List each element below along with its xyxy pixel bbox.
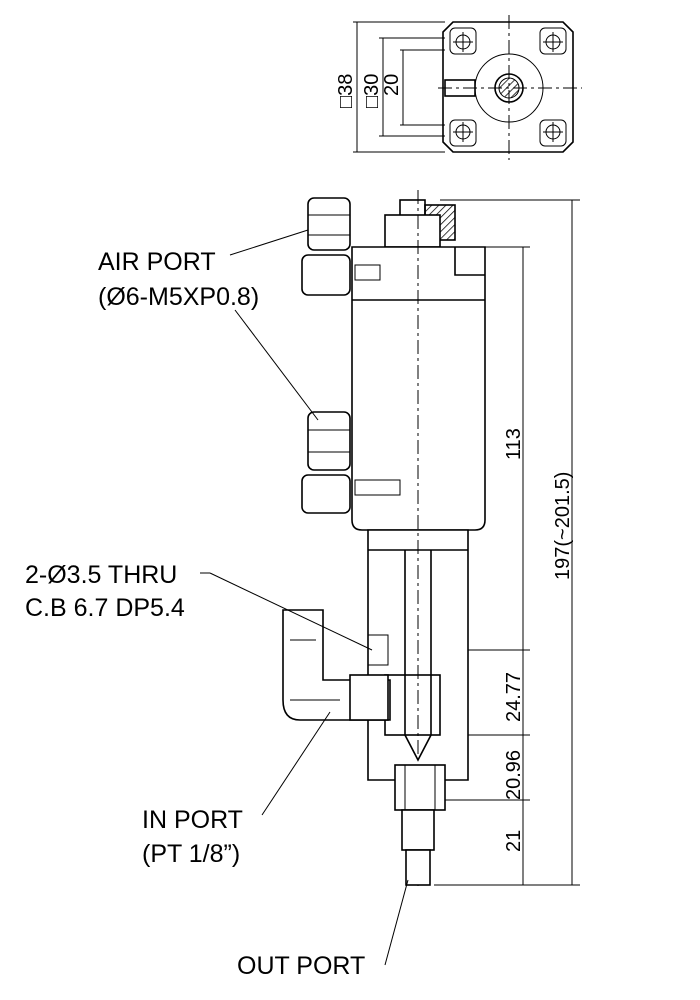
in-port-label: IN PORT	[142, 806, 243, 834]
top-view: □38 □30 20	[335, 15, 582, 160]
counterbore-label: C.B 6.7 DP5.4	[25, 594, 185, 622]
dim-24-77: 24.77	[503, 672, 525, 722]
dim-113: 113	[503, 428, 525, 460]
air-port-spec-label: (Ø6-M5XP0.8)	[98, 283, 259, 311]
in-port-spec-label: (PT 1/8”)	[142, 840, 240, 868]
dim-square-38: □38	[335, 74, 357, 108]
dim-20-96: 20.96	[503, 750, 525, 800]
dim-20: 20	[381, 74, 403, 96]
thru-hole-label: 2-Ø3.5 THRU	[25, 561, 177, 589]
out-port-label: OUT PORT	[237, 952, 365, 980]
dim-square-30: □30	[361, 74, 383, 108]
air-port-label: AIR PORT	[98, 248, 216, 276]
side-view	[282, 190, 486, 890]
dim-overall-197: 197(~201.5)	[552, 472, 574, 580]
dimension-lines	[434, 199, 580, 886]
leader-lines	[200, 229, 409, 966]
dim-21: 21	[503, 830, 525, 852]
